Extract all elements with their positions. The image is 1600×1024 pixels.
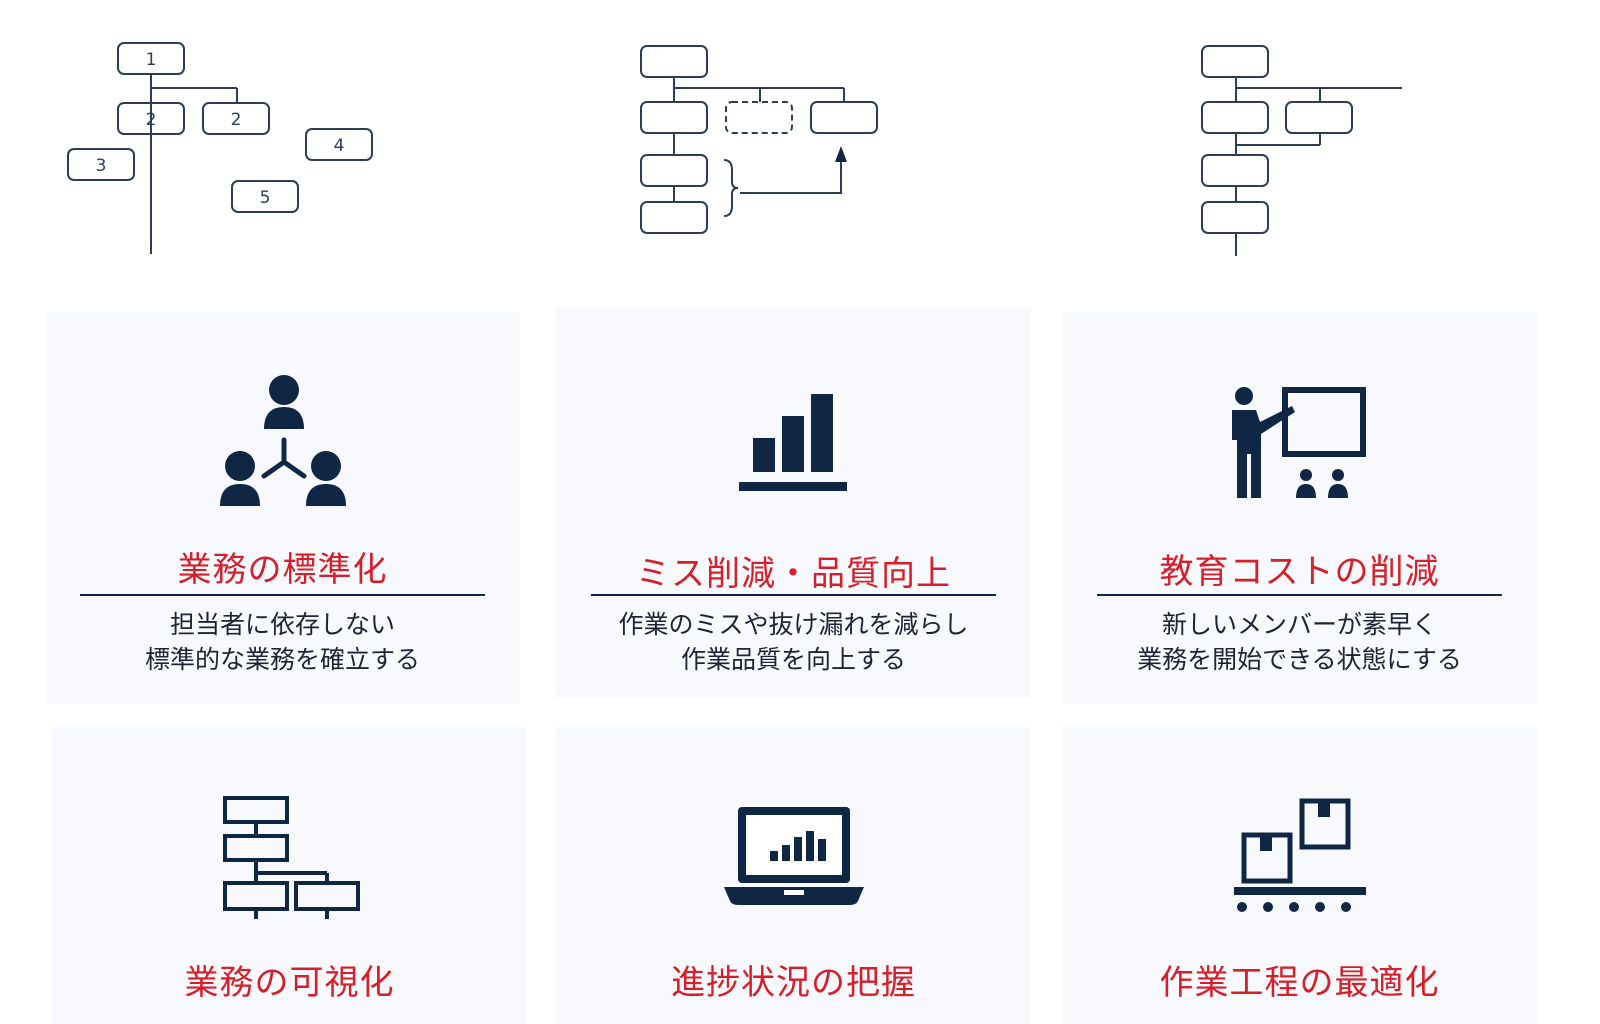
card-visualization: 業務の可視化 [52, 727, 527, 1024]
box-label: 1 [146, 50, 157, 70]
desc-line: 標準的な業務を確立する [144, 645, 420, 674]
presenter-icon [1062, 386, 1537, 506]
card-title: 教育コストの削減 [1159, 552, 1440, 592]
desc-line: 作業のミスや抜け漏れを減らし [618, 610, 969, 639]
card-title: 進捗状況の把握 [671, 963, 916, 1003]
card-quality: ミス削減・品質向上 作業のミスや抜け漏れを減らし 作業品質を向上する [556, 308, 1031, 698]
box-label: 3 [96, 156, 107, 176]
divider [591, 594, 996, 596]
box-label: 2 [231, 110, 242, 130]
box-label: 4 [334, 136, 345, 156]
divider [80, 594, 485, 596]
divider [1097, 594, 1502, 596]
card-title: ミス削減・品質向上 [636, 554, 951, 594]
conveyor-boxes-icon [1062, 797, 1537, 917]
box-label: 2 [146, 110, 157, 130]
diagram-reorganized-flow [1200, 0, 1430, 270]
desc-line: 新しいメンバーが素早く [1161, 610, 1437, 639]
card-title: 業務の可視化 [184, 963, 395, 1003]
card-title: 業務の標準化 [177, 550, 388, 590]
laptop-chart-icon [556, 807, 1031, 907]
diagram-task-consolidation [640, 0, 900, 270]
desc-line: 担当者に依存しない [169, 610, 395, 639]
bar-chart-icon [556, 392, 1031, 494]
card-description: 作業のミスや抜け漏れを減らし 作業品質を向上する [556, 607, 1031, 677]
card-description: 新しいメンバーが素早く 業務を開始できる状態にする [1062, 607, 1537, 677]
card-process-optimization: 作業工程の最適化 [1062, 727, 1537, 1024]
box-label: 5 [260, 188, 271, 208]
team-network-icon [45, 374, 520, 514]
card-progress: 進捗状況の把握 [556, 727, 1031, 1024]
desc-line: 業務を開始できる状態にする [1137, 645, 1462, 674]
card-description: 担当者に依存しない 標準的な業務を確立する [45, 607, 520, 677]
card-training-cost: 教育コストの削減 新しいメンバーが素早く 業務を開始できる状態にする [1062, 312, 1537, 704]
diagram-scattered-tasks: 1 2 2 3 4 5 [60, 0, 390, 270]
card-title: 作業工程の最適化 [1159, 963, 1440, 1003]
desc-line: 作業品質を向上する [680, 645, 906, 674]
flowchart-icon [52, 795, 527, 925]
card-standardization: 業務の標準化 担当者に依存しない 標準的な業務を確立する [45, 312, 520, 704]
